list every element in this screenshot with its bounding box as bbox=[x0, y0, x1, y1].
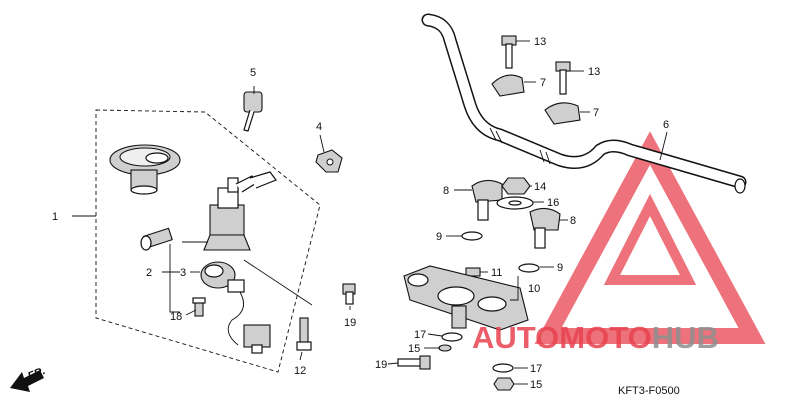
callout-19b: 19 bbox=[375, 359, 387, 371]
callout-15a: 15 bbox=[408, 343, 420, 355]
callout-16: 16 bbox=[547, 197, 559, 209]
callout-18: 18 bbox=[170, 311, 182, 323]
callout-1: 1 bbox=[52, 211, 58, 223]
top-bridge-part bbox=[403, 265, 529, 331]
cap-part bbox=[109, 144, 181, 195]
callout-9a: 9 bbox=[436, 231, 442, 243]
callout-17a: 17 bbox=[414, 329, 426, 341]
holder-upper-part bbox=[491, 74, 581, 125]
bolt-13-part bbox=[501, 35, 571, 95]
callout-14: 14 bbox=[534, 181, 546, 193]
key-part bbox=[243, 91, 263, 132]
washer-part bbox=[461, 196, 540, 273]
watermark-text: AUTOMOTOHUB bbox=[472, 320, 719, 355]
callout-12: 12 bbox=[294, 365, 306, 377]
callout-5: 5 bbox=[250, 67, 256, 79]
bolt-12-part bbox=[296, 317, 312, 351]
callout-7b: 7 bbox=[593, 107, 599, 119]
handlebar-part bbox=[421, 13, 747, 194]
callout-9b: 9 bbox=[557, 262, 563, 274]
front-arrow-icon bbox=[10, 370, 44, 392]
callout-10: 10 bbox=[528, 283, 540, 295]
callout-13a: 13 bbox=[534, 36, 546, 48]
callout-2: 2 bbox=[146, 267, 152, 279]
switch-unit-part bbox=[200, 261, 271, 354]
callout-7a: 7 bbox=[540, 77, 546, 89]
callout-4: 4 bbox=[316, 121, 322, 133]
callout-17b: 17 bbox=[530, 363, 542, 375]
callout-13b: 13 bbox=[588, 66, 600, 78]
callout-8a: 8 bbox=[443, 185, 449, 197]
ignition-switch-part bbox=[203, 171, 277, 251]
bracket-part bbox=[315, 149, 343, 173]
assembly-outline bbox=[95, 109, 321, 373]
front-direction-label: FR. bbox=[26, 365, 47, 383]
watermark-triangle bbox=[534, 131, 766, 344]
lock-cylinder-part bbox=[140, 227, 173, 251]
bolt-19-upper-part bbox=[342, 283, 356, 305]
callout-19a: 19 bbox=[344, 317, 356, 329]
nut-14-part bbox=[501, 177, 531, 195]
callout-6: 6 bbox=[663, 119, 669, 131]
callout-15b: 15 bbox=[530, 379, 542, 391]
callout-8b: 8 bbox=[570, 215, 576, 227]
holder-lower-part bbox=[471, 179, 561, 249]
lower-hardware-part bbox=[397, 332, 515, 391]
diagram-code: KFT3-F0500 bbox=[618, 385, 680, 397]
callout-3: 3 bbox=[180, 267, 186, 279]
callout-11: 11 bbox=[491, 267, 502, 279]
screw-18-part bbox=[192, 297, 206, 317]
